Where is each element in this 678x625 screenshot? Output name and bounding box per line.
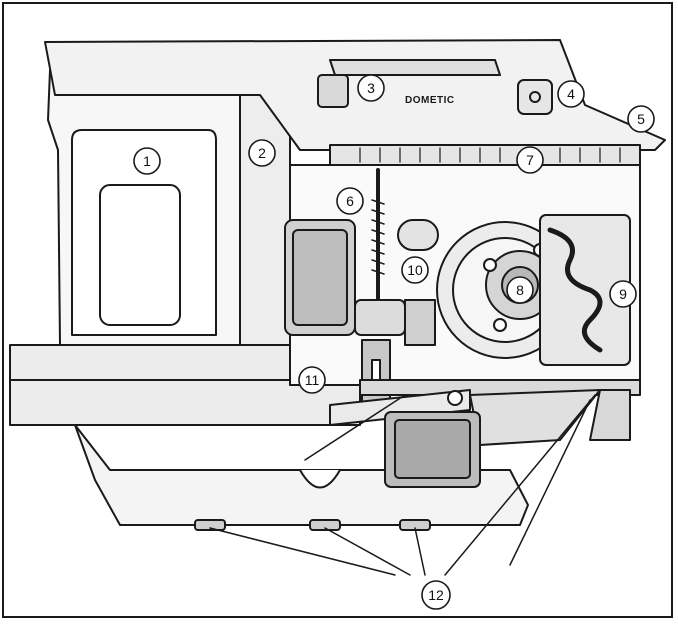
callout-2-label: 2 [258,145,266,161]
callout-7 [516,146,544,174]
base-housing [74,424,529,526]
brand-logo: DOMETIC [405,95,455,106]
heat-exchanger [539,214,631,366]
callout-11 [298,366,326,394]
callout-9 [609,280,637,308]
callout-6-label: 6 [346,193,354,209]
callout-7-label: 7 [526,152,534,168]
callouts [133,74,655,610]
callout-4-label: 4 [567,86,575,102]
callout-1 [133,147,161,175]
callout-5-label: 5 [637,111,645,127]
callout-6 [336,187,364,215]
spring-cable [371,168,385,302]
vent-strip [329,144,641,166]
callout-10-label: 10 [407,262,423,278]
housing-slot [99,184,181,326]
callout-1-label: 1 [143,153,151,169]
callout-8-label: 8 [516,282,524,298]
callout-8 [506,276,534,304]
leader-lines [209,394,596,576]
callout-12-label: 12 [428,587,444,603]
callout-11-label: 11 [305,372,320,388]
callout-labels: 1 2 3 4 5 6 7 8 9 10 11 12 [143,80,645,603]
cylinder-part [397,219,439,346]
callout-2 [248,139,276,167]
panel-button-icon [517,79,553,115]
callout-9-label: 9 [619,286,627,302]
callout-12 [421,580,451,610]
callout-4 [557,80,585,108]
callout-3 [357,74,385,102]
control-panel [44,39,666,151]
callout-3-label: 3 [367,80,375,96]
callout-5 [627,105,655,133]
display-icon [317,74,349,108]
feet [194,519,431,531]
callout-10 [401,256,429,284]
